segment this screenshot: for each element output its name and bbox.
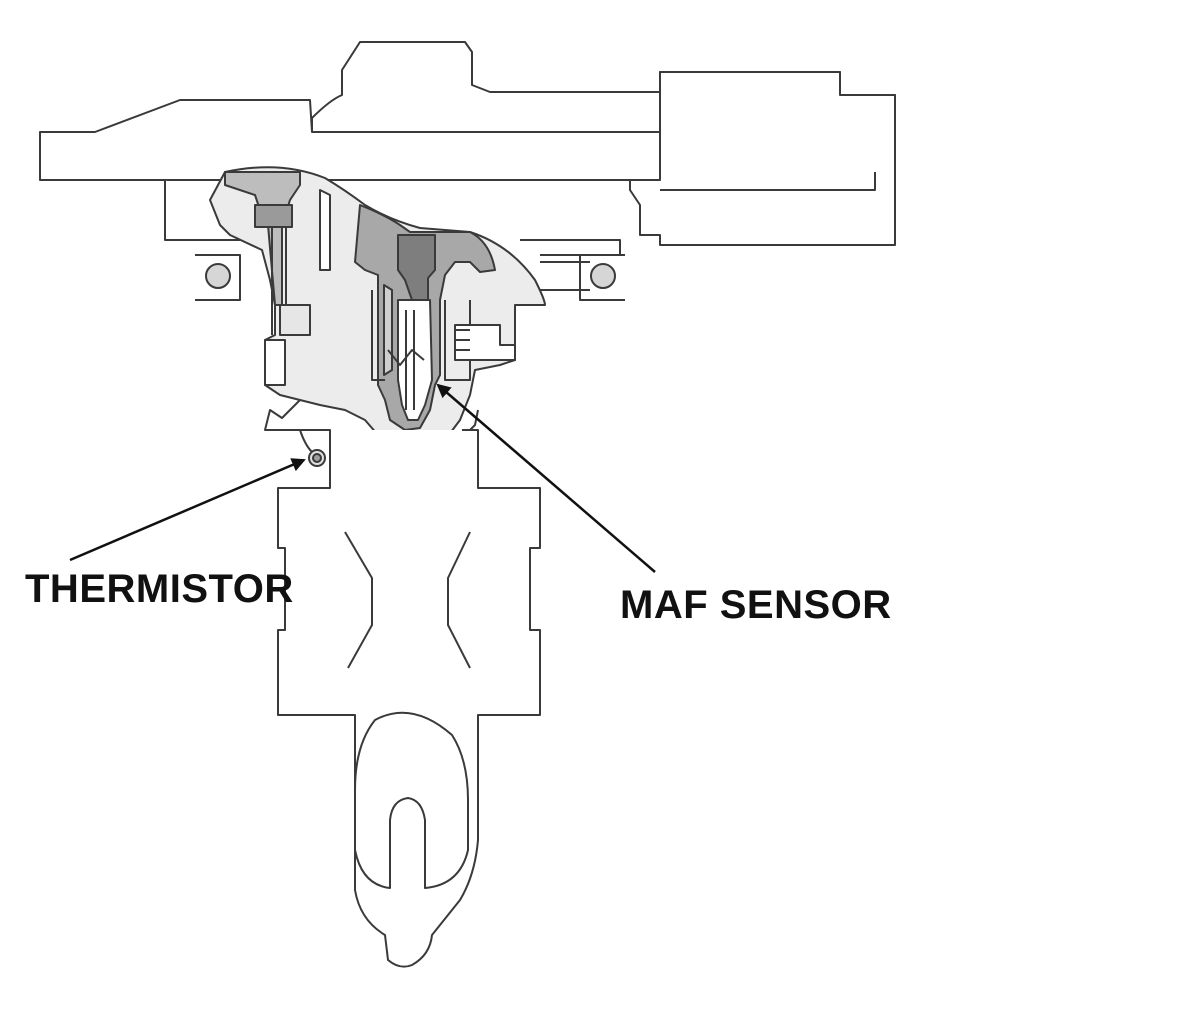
- flow-guide-right: [447, 531, 471, 669]
- probe-tip-loop: [354, 711, 469, 889]
- o-ring-groove-left: [195, 254, 241, 301]
- o-ring-groove-right: [579, 254, 625, 301]
- o-ring-right: [590, 263, 616, 289]
- connector-latch: [660, 172, 876, 191]
- screw-boss: [454, 324, 516, 361]
- flow-guide-left: [344, 531, 373, 669]
- maf-sensor-label: MAF SENSOR: [620, 583, 892, 627]
- maf-sensor-leader-line: [436, 383, 656, 573]
- thermistor-plug: [254, 204, 293, 228]
- probe-body: [277, 429, 541, 968]
- o-ring-left: [205, 263, 231, 289]
- thermistor-label: THERMISTOR: [25, 567, 294, 611]
- thermistor-leader-line: [69, 458, 306, 562]
- connector-housing: [629, 71, 896, 246]
